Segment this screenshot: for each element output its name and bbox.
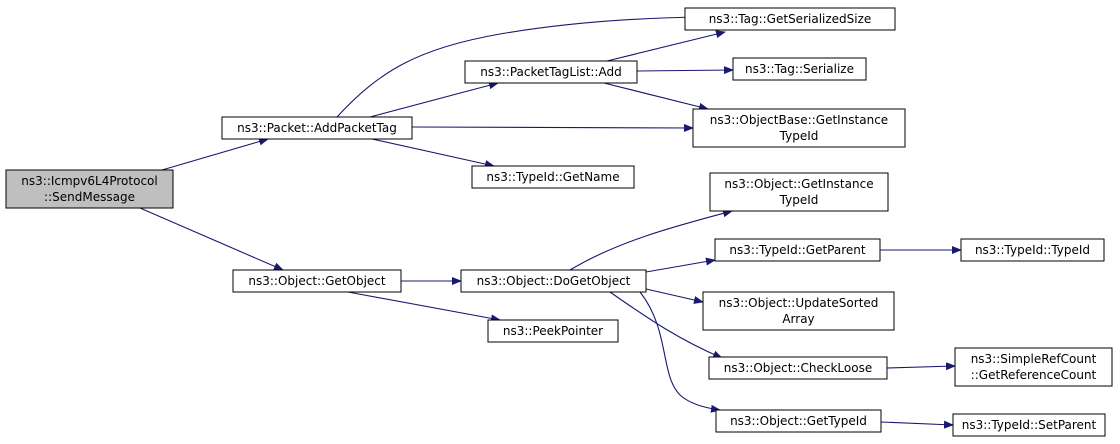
node-type-id-set-parent[interactable]: ns3::TypeId::SetParent <box>952 413 1106 437</box>
node-box <box>684 7 896 31</box>
node-label: ns3::Object::GetInstance <box>724 177 873 191</box>
node-label: ns3::Object::DoGetObject <box>477 274 631 288</box>
node-type-id-get-name[interactable]: ns3::TypeId::GetName <box>471 165 635 189</box>
node-get-object[interactable]: ns3::Object::GetObject <box>232 269 402 293</box>
node-send-message[interactable]: ns3::Icmpv6L4Protocol::SendMessage <box>5 169 174 209</box>
node-box <box>471 165 635 189</box>
node-tag-serialize[interactable]: ns3::Tag::Serialize <box>732 57 867 81</box>
node-add-packet-tag[interactable]: ns3::Packet::AddPacketTag <box>221 116 413 140</box>
node-label: ns3::TypeId::GetName <box>486 170 619 184</box>
node-box <box>732 57 867 81</box>
node-label: Array <box>782 312 814 326</box>
node-label: ns3::Tag::Serialize <box>745 62 854 76</box>
node-box <box>952 413 1106 437</box>
node-packet-tag-list-add[interactable]: ns3::PacketTagList::Add <box>464 60 638 84</box>
node-label: ns3::Icmpv6L4Protocol <box>21 174 157 188</box>
node-label: TypeId <box>779 129 819 143</box>
node-label: ns3::Object::GetObject <box>248 274 386 288</box>
node-label: ::SendMessage <box>44 190 135 204</box>
node-type-id-get-parent[interactable]: ns3::TypeId::GetParent <box>714 238 881 262</box>
edge-object-get-type-id-to-type-id-set-parent <box>880 420 954 429</box>
node-box <box>221 116 413 140</box>
node-box <box>460 269 647 293</box>
edge-get-object-to-peek-pointer <box>347 291 501 323</box>
node-label: ns3::SimpleRefCount <box>971 352 1097 366</box>
edge-do-get-object-to-object-update-sorted-array <box>645 288 704 304</box>
edge-object-check-loose-to-simple-ref-count-get-reference-count <box>886 362 956 371</box>
node-label: ns3::Tag::GetSerializedSize <box>709 12 872 26</box>
node-box <box>702 291 895 331</box>
node-box <box>709 172 889 212</box>
node-box <box>960 238 1105 262</box>
edge-do-get-object-to-object-check-loose <box>609 291 723 359</box>
node-label: ns3::PacketTagList::Add <box>480 65 621 79</box>
node-label: ::GetReferenceCount <box>971 368 1097 382</box>
node-label: ns3::TypeId::TypeId <box>975 243 1090 257</box>
edge-add-packet-tag-to-type-id-get-name <box>371 138 495 168</box>
node-do-get-object[interactable]: ns3::Object::DoGetObject <box>460 269 647 293</box>
edge-do-get-object-to-object-get-instance-type-id <box>569 209 733 271</box>
node-label: ns3::Packet::AddPacketTag <box>237 121 397 135</box>
node-box <box>715 409 882 433</box>
node-label: ns3::PeekPointer <box>503 324 603 338</box>
edge-add-packet-tag-to-packet-tag-list-add <box>369 81 499 118</box>
edge-packet-tag-list-add-to-object-base-get-instance-type-id <box>603 82 709 111</box>
edge-do-get-object-to-type-id-get-parent <box>645 257 716 273</box>
node-peek-pointer[interactable]: ns3::PeekPointer <box>487 319 619 343</box>
node-tag-get-serialized-size[interactable]: ns3::Tag::GetSerializedSize <box>684 7 896 31</box>
edge-add-packet-tag-to-tag-get-serialized-size <box>336 13 699 118</box>
edge-packet-tag-list-add-to-tag-get-serialized-size <box>606 30 726 62</box>
node-object-get-type-id[interactable]: ns3::Object::GetTypeId <box>715 409 882 433</box>
edge-send-message-to-add-packet-tag <box>161 137 269 171</box>
node-label: ns3::TypeId::GetParent <box>729 243 865 257</box>
edge-do-get-object-to-object-get-type-id <box>639 291 721 413</box>
node-box <box>954 347 1113 387</box>
node-label: ns3::Object::GetTypeId <box>730 414 867 428</box>
node-simple-ref-count-get-reference-count[interactable]: ns3::SimpleRefCount::GetReferenceCount <box>954 347 1113 387</box>
edge-send-message-to-get-object <box>139 207 284 271</box>
node-box <box>708 356 888 380</box>
node-box <box>692 108 906 148</box>
node-type-id-type-id[interactable]: ns3::TypeId::TypeId <box>960 238 1105 262</box>
node-label: ns3::Object::CheckLoose <box>724 361 872 375</box>
node-box <box>714 238 881 262</box>
node-box <box>464 60 638 84</box>
node-box <box>487 319 619 343</box>
node-box <box>232 269 402 293</box>
node-object-check-loose[interactable]: ns3::Object::CheckLoose <box>708 356 888 380</box>
node-label: ns3::ObjectBase::GetInstance <box>710 113 888 127</box>
node-box <box>5 169 174 209</box>
node-label: ns3::Object::UpdateSorted <box>719 296 879 310</box>
edge-add-packet-tag-to-object-base-get-instance-type-id <box>411 123 694 132</box>
edge-packet-tag-list-add-to-tag-serialize <box>636 66 734 75</box>
node-label: TypeId <box>779 193 819 207</box>
node-label: ns3::TypeId::SetParent <box>962 418 1097 432</box>
